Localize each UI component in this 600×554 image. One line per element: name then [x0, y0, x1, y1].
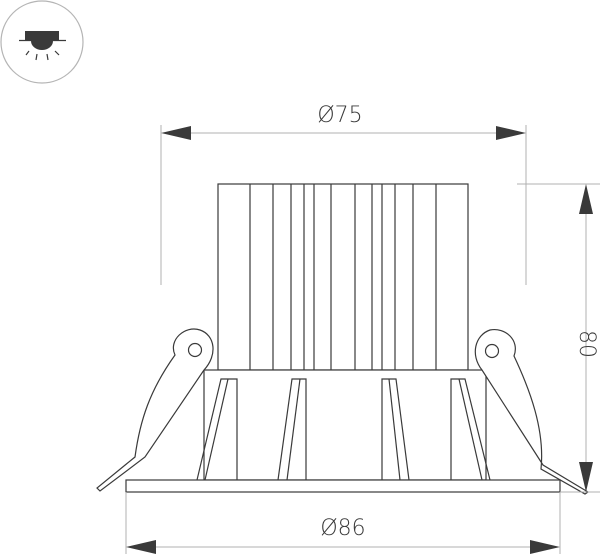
top-diameter-dimension: Ø75: [160, 103, 527, 285]
top-diameter-label: Ø75: [317, 103, 362, 128]
lower-housing: [196, 369, 491, 481]
arrow-right-icon: [530, 540, 560, 554]
heatsink: [217, 183, 469, 371]
left-spring-clip: [96, 328, 214, 492]
heatsink-fins: [249, 184, 437, 370]
recessed-ceiling-light-icon: [0, 0, 84, 84]
height-label: 80: [574, 330, 599, 358]
arrow-down-icon: [579, 462, 593, 492]
bottom-diameter-dimension: Ø86: [125, 492, 561, 554]
height-dimension: 80: [517, 183, 600, 493]
arrow-left-icon: [126, 540, 156, 554]
arrow-left-icon: [161, 126, 191, 140]
arrow-up-icon: [579, 184, 593, 214]
flange: [125, 479, 561, 493]
arrow-right-icon: [496, 126, 526, 140]
bottom-diameter-label: Ø86: [320, 516, 365, 541]
right-spring-clip: [474, 329, 590, 495]
